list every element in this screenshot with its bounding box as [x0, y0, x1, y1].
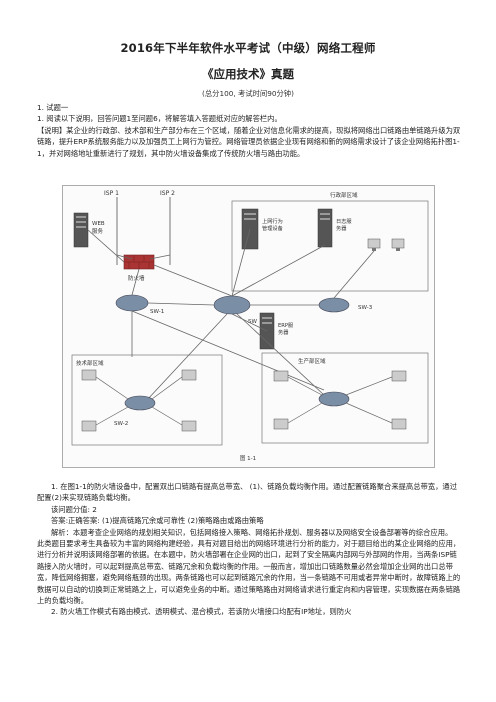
- svg-text:务器: 务器: [336, 224, 347, 232]
- question-block: 1. 在图1-1的防火墙设备中，配置双出口链路有提高总带宽、 (1)、链路负载均…: [37, 481, 461, 618]
- q2-question: 2. 防火墙工作模式有路由模式、透明模式、混合模式，若该防火墙接口均配有IP地址…: [51, 607, 352, 617]
- sw1-switch-icon: [115, 294, 149, 312]
- q1-question: 1. 在图1-1的防火墙设备中，配置双出口链路有提高总带宽、 (1)、链路负载均…: [37, 482, 457, 503]
- svg-text:务器: 务器: [278, 328, 289, 336]
- q1-analysis: 解析：本题考查企业网络的规划相关知识，包括网络接入策略、网络拓扑规划、服务器以及…: [37, 527, 461, 606]
- network-topology-figure: ISP 1 ISP 2 WEB 服务 防火墙 行政部区域: [62, 185, 435, 468]
- sw2-label: SW-2: [114, 421, 128, 427]
- web-server-icon: [73, 212, 89, 248]
- prod-switch-icon: [318, 391, 350, 407]
- web-server-label: WEB: [92, 221, 105, 227]
- tech-zone-label: 技术部区域: [76, 359, 104, 367]
- admin-pc-icon: [367, 238, 405, 251]
- prod-zone-label: 生产部区域: [298, 357, 326, 365]
- intro-block: 1. 试题一 1. 阅读以下说明，回答问题1至问题6，将解答填入答题纸对应的解答…: [37, 102, 461, 159]
- prod-zone-box: [261, 352, 429, 444]
- figure-caption: 图 1-1: [240, 454, 256, 462]
- link-lines: [87, 228, 375, 401]
- tech-pc-icons: [81, 369, 197, 432]
- log-server-icon: [317, 208, 333, 248]
- sw3-label: SW-3: [358, 305, 373, 311]
- isp2-label: ISP 2: [160, 190, 175, 197]
- svg-text:管理设备: 管理设备: [262, 224, 284, 232]
- admin-zone-label: 行政部区域: [330, 191, 358, 199]
- description-paragraph: 【说明】某企业的行政部、技术部和生产部分布在三个区域，随着企业对信息化需求的提高…: [37, 125, 461, 158]
- q1-answer: 答案:正确答案: (1)提高链路冗余或可靠性 (2)策略路由或路由策略: [51, 516, 264, 526]
- sw3-switch-icon: [318, 297, 350, 313]
- admin-zone-box: [231, 200, 429, 292]
- firewall-icon: [123, 254, 155, 270]
- prod-pc-icons: [273, 370, 407, 430]
- tech-zone-box: [71, 354, 223, 446]
- isp1-cloud-icon: ISP 1: [104, 190, 119, 265]
- doc-meta: (总分100, 考试时间90分钟): [202, 89, 294, 98]
- svg-text:服务: 服务: [92, 227, 104, 235]
- sw2-switch-icon: [124, 395, 156, 411]
- q1-heading: 1. 试题一: [37, 103, 69, 112]
- isp2-cloud-icon: ISP 2: [160, 190, 175, 265]
- q1-sub: 1. 阅读以下说明，回答问题1至问题6，将解答填入答题纸对应的解答栏内。: [37, 114, 282, 124]
- q1-score: 该问题分值: 2: [51, 504, 97, 514]
- doc-subtitle: 《应用技术》真题: [202, 67, 294, 81]
- sw-label: SW: [248, 319, 257, 325]
- svg-text:上网行为: 上网行为: [262, 217, 283, 225]
- sw1-label: SW-1: [150, 309, 164, 315]
- isp1-label: ISP 1: [104, 190, 119, 197]
- svg-text:日志服: 日志服: [336, 217, 352, 225]
- doc-title: 2016年下半年软件水平考试（中级）网络工程师: [120, 41, 376, 55]
- core-switch-icon: [213, 295, 251, 315]
- svg-text:ERP服: ERP服: [278, 322, 294, 329]
